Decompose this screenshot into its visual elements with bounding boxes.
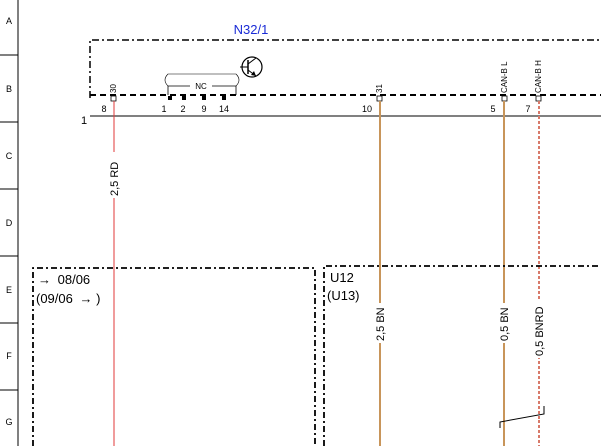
wire-label: 0,5 BN [499, 307, 511, 341]
nc-bridge: NC [164, 73, 240, 95]
arrow-icon: → [80, 291, 93, 306]
variant-left-date-until: (09/06 [36, 291, 73, 306]
variant-box-right: U12 (U13) [323, 265, 601, 446]
row-label-f: F [6, 351, 12, 361]
variant-left-date-from: 08/06 [58, 272, 91, 287]
pin-number: 9 [201, 104, 206, 114]
pin-tag: CAN-B H [534, 60, 543, 93]
pin-tag: 31 [375, 84, 384, 93]
twisted-pair-mark [499, 406, 545, 428]
row-label-strip: A B C D E F G [0, 0, 19, 446]
transistor-symbol [240, 56, 263, 78]
nc-label: NC [195, 82, 207, 91]
pin-tag: 30 [109, 84, 118, 93]
row-label-a: A [6, 16, 12, 26]
module-corner-number: 1 [81, 115, 87, 127]
module-title: N32/1 [234, 22, 269, 37]
pin-notches [110, 95, 542, 102]
row-label-d: D [6, 218, 13, 228]
row-label-b: B [6, 84, 12, 94]
variant-left-close: ) [96, 291, 100, 306]
wires: 2,5 RD 2,5 BN 0,5 BN 0,5 BNRD [108, 101, 546, 446]
wire-label: 2,5 RD [109, 162, 121, 196]
row-label-e: E [6, 285, 12, 295]
module-frame [89, 39, 601, 98]
row-label-g: G [5, 417, 12, 427]
pin-tag: CAN-B L [500, 61, 509, 93]
module-n32-1: N32/1 1 NC [81, 22, 601, 127]
variant-right-line2: (U13) [327, 288, 360, 303]
arrow-icon: → [38, 272, 51, 287]
pin-number: 1 [161, 104, 166, 114]
wire-label: 2,5 BN [375, 307, 387, 341]
variant-right-line1: U12 [330, 270, 354, 285]
pin-number: 5 [490, 104, 495, 114]
pin-number: 7 [525, 104, 530, 114]
variant-left-line2: (09/06 → ) [36, 291, 100, 306]
pin-number: 8 [101, 104, 106, 114]
pin-number: 2 [180, 104, 185, 114]
pin-number: 14 [219, 104, 229, 114]
pin-number: 10 [362, 104, 372, 114]
wire-label: 0,5 BNRD [534, 306, 546, 356]
variant-box-left: → 08/06 (09/06 → ) [32, 267, 316, 446]
variant-left-line1: → 08/06 [38, 272, 90, 287]
row-label-c: C [6, 151, 13, 161]
